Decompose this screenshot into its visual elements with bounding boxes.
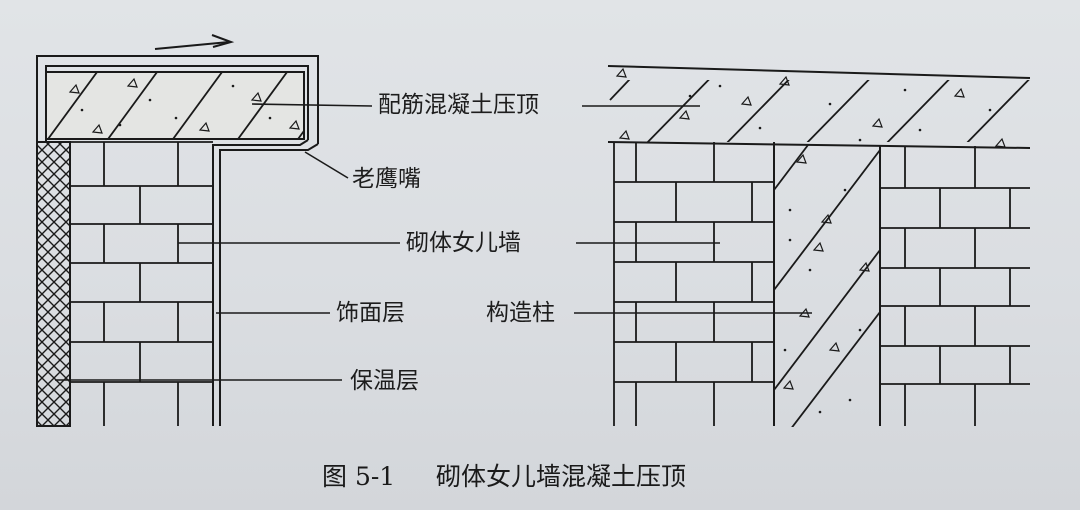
leader-drip-edge — [304, 151, 349, 179]
caption-title: 砌体女儿墙混凝土压顶 — [436, 462, 687, 491]
brick-wall-right-b — [880, 146, 1030, 426]
brick-parapet-left — [70, 141, 213, 426]
caption-number: 图 5-1 — [322, 462, 396, 491]
coping-concrete-right — [607, 65, 1031, 149]
label-insulation: 保温层 — [350, 368, 419, 394]
right-detail — [607, 65, 1031, 427]
slope-arrow — [154, 34, 235, 50]
label-tie-column: 构造柱 — [486, 300, 555, 326]
drip-edge-profile — [219, 143, 319, 426]
leader-lines — [55, 103, 812, 381]
coping-concrete-left — [45, 71, 305, 140]
insulation-layer — [36, 141, 71, 427]
label-parapet: 砌体女儿墙 — [406, 230, 521, 256]
left-detail — [36, 34, 319, 427]
brick-wall-right-a — [613, 142, 774, 426]
tie-column-right — [773, 142, 881, 427]
label-drip-edge: 老鹰嘴 — [352, 166, 421, 192]
label-coping: 配筋混凝土压顶 — [378, 92, 539, 118]
leader-coping — [251, 103, 373, 107]
label-finish-layer: 饰面层 — [336, 300, 405, 326]
